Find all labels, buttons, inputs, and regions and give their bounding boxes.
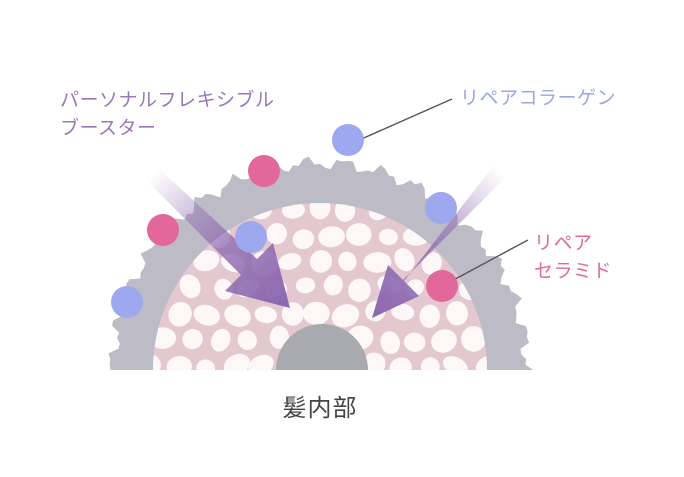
collagen-dot-icon xyxy=(332,124,364,156)
cortex-cell xyxy=(166,356,192,370)
cortex-cell xyxy=(389,357,412,370)
cortex-cell xyxy=(269,325,289,349)
cortex-cell xyxy=(348,278,371,302)
cortex-cell xyxy=(443,356,468,370)
ceramide-particles xyxy=(147,155,458,302)
cortex-cell xyxy=(446,301,469,326)
ceramide-leader-line xyxy=(445,239,529,285)
hair-interior-caption: 髪内部 xyxy=(282,394,358,422)
cortex-cell xyxy=(223,353,250,370)
booster-label-line1: パーソナルフレキシブル xyxy=(60,89,275,111)
cortex-cell xyxy=(278,252,302,270)
cortex-cell xyxy=(254,306,277,324)
cortex-cell xyxy=(309,250,333,273)
cortex-cell xyxy=(420,357,440,370)
collagen-dot-icon xyxy=(235,221,267,253)
cortex-cell xyxy=(196,359,216,370)
cortex-cell xyxy=(421,252,442,275)
cortex-cell xyxy=(391,303,415,321)
cortex-cell xyxy=(214,278,234,300)
collagen-leader-line xyxy=(356,98,453,142)
cortex-cell xyxy=(266,223,287,245)
collagen-label: リペアコラーゲン xyxy=(460,84,616,112)
cortex-cell xyxy=(394,248,415,272)
hair-core xyxy=(276,324,368,370)
cortex-cell xyxy=(403,332,426,352)
cortex-cell xyxy=(380,331,401,355)
collagen-dot-icon xyxy=(111,286,143,318)
cortex-cell xyxy=(153,353,161,370)
ceramide-dot-icon xyxy=(147,214,179,246)
cortex-cell xyxy=(338,251,357,272)
cortex-cell xyxy=(323,274,343,296)
cortex-cell xyxy=(419,304,440,328)
cortex-cell xyxy=(292,229,315,250)
ceramide-label: リペア セラミド xyxy=(534,229,612,285)
ceramide-dot-icon xyxy=(248,155,280,187)
ceramide-label-line1: リペア xyxy=(534,232,593,254)
booster-arrow-icon-right xyxy=(372,165,506,318)
cortex-cell xyxy=(378,228,398,246)
booster-label: パーソナルフレキシブル ブースター xyxy=(60,86,275,142)
cortex-cell xyxy=(193,304,220,326)
cortex-cell xyxy=(182,329,203,350)
cortex-cell xyxy=(210,328,231,352)
cortex-cell xyxy=(168,302,192,327)
cortex-cell xyxy=(237,330,257,351)
cortex-cell xyxy=(475,355,487,370)
cortex-cell xyxy=(248,354,274,370)
cortex-cell xyxy=(224,304,251,327)
cortex-cell xyxy=(302,301,330,325)
cortex-cell xyxy=(281,302,304,326)
cortex-cell xyxy=(295,277,316,294)
booster-label-line2: ブースター xyxy=(60,117,157,139)
cortex-cell xyxy=(331,304,360,328)
cortex-cell xyxy=(193,250,220,272)
cortex-cell xyxy=(318,226,345,248)
cortex-cell xyxy=(179,274,201,299)
cortex-cell xyxy=(431,329,457,353)
ceramide-label-line2: セラミド xyxy=(534,260,613,282)
cortex-cell xyxy=(309,203,331,220)
cortex-cell xyxy=(363,252,392,273)
cortex-cell xyxy=(346,223,372,246)
booster-arrow-icon-left xyxy=(144,166,290,308)
collagen-label-text: リペアコラーゲン xyxy=(460,87,617,109)
collagen-dot-icon xyxy=(425,192,457,224)
cortex-cell xyxy=(461,326,487,352)
ceramide-dot-icon xyxy=(426,270,458,302)
collagen-particles xyxy=(111,124,457,318)
